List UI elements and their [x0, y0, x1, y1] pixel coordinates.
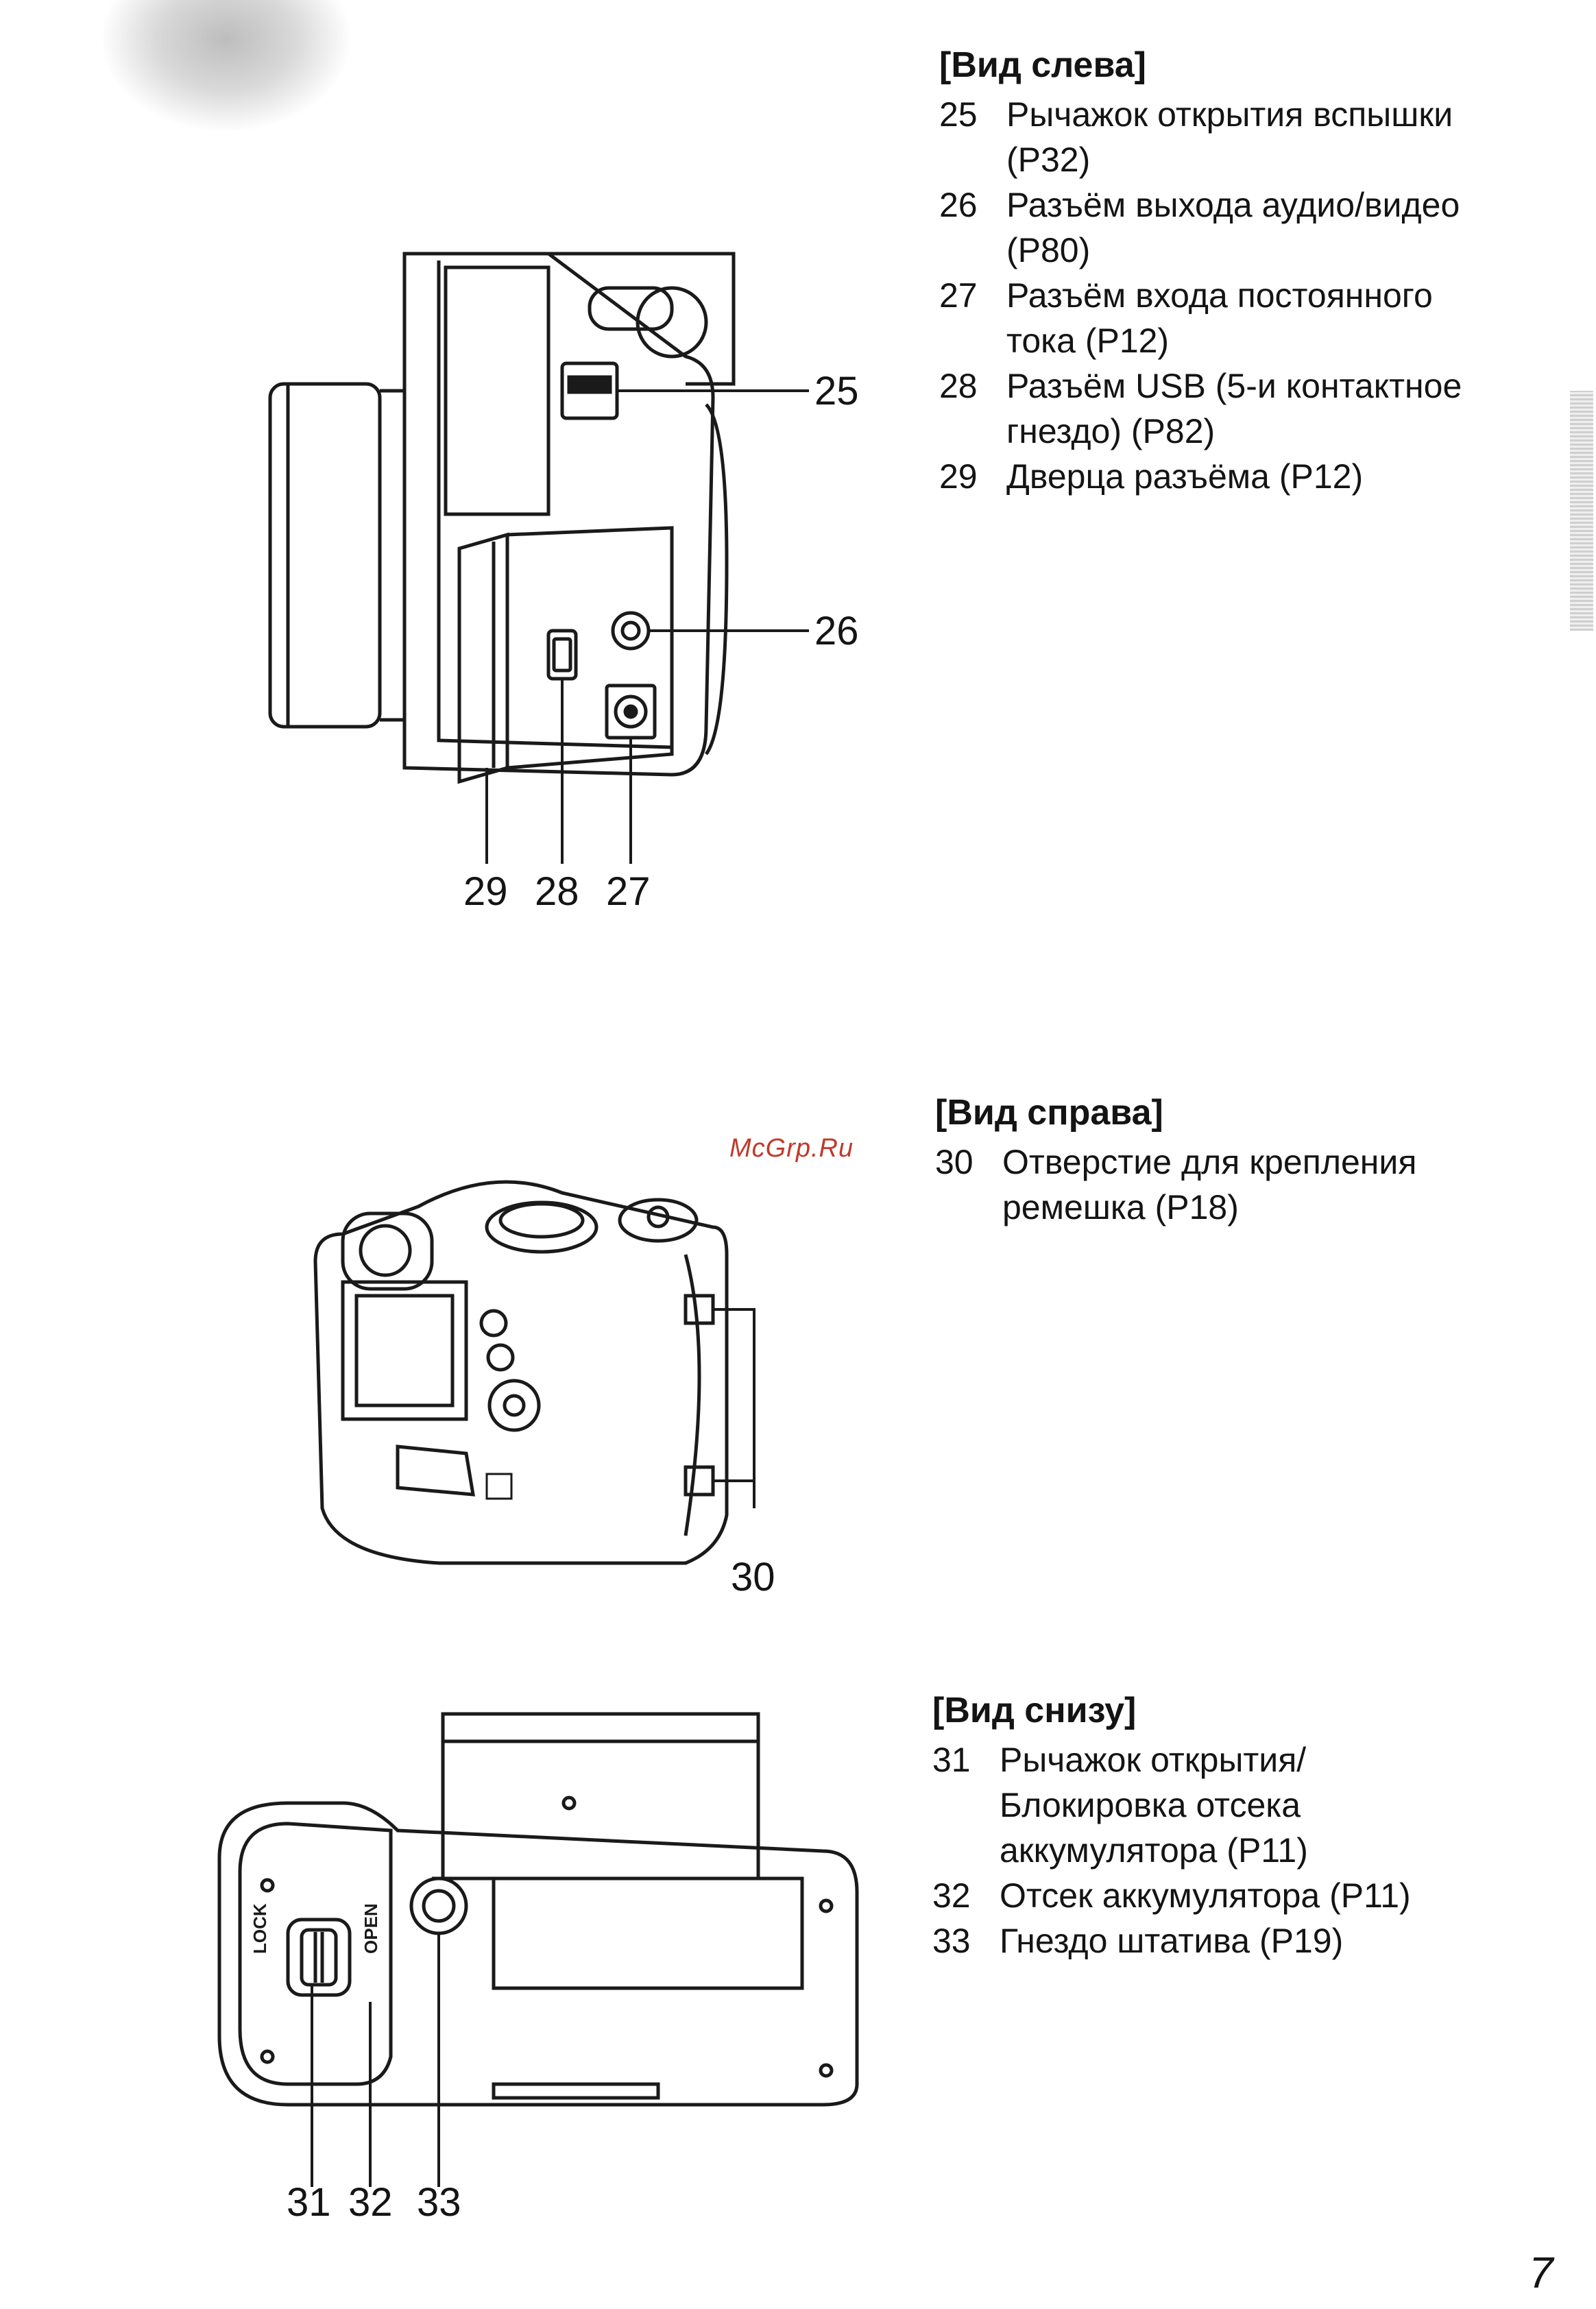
callout-29: 29: [463, 869, 508, 914]
list-item: 31 Рычажок открытия/Блокировка отсека акку…: [932, 1737, 1521, 1873]
item-text-line: (P80): [1006, 231, 1091, 269]
item-number: 28: [939, 367, 978, 405]
list-item: 27 Разъём входа постоянного тока (P12): [939, 273, 1527, 363]
item-text: Гнездо штатива (P19): [1000, 1918, 1521, 1963]
list-item: 30 Отверстие для крепления ремешка (P18): [935, 1139, 1523, 1230]
bottom-view-section: [Вид снизу] 31 Рычажок открытия/Блокировк…: [932, 1688, 1521, 1963]
item-text-line: Разъём входа постоянного: [1006, 276, 1433, 315]
item-text: Рычажок открытия/Блокировка отсека аккуму…: [1000, 1737, 1521, 1873]
item-text-line: тока (P12): [1006, 322, 1170, 360]
item-text-line: гнездо) (P82): [1006, 412, 1216, 450]
item-number: 29: [939, 457, 978, 496]
item-number: 31: [932, 1741, 971, 1779]
callout-32: 32: [348, 2180, 393, 2225]
item-text-line: Разъём выхода аудио/видео: [1006, 186, 1460, 224]
item-text-line: (P32): [1006, 141, 1091, 179]
edge-tab-marker: [1570, 391, 1593, 631]
item-number: 32: [932, 1876, 971, 1915]
list-item: 32 Отсек аккумулятора (P11): [932, 1873, 1521, 1918]
callout-31: 31: [287, 2180, 331, 2225]
item-text-line: Отсек аккумулятора (P11): [1000, 1876, 1411, 1915]
item-text-line: Гнездо штатива (P19): [1000, 1922, 1344, 1960]
list-item: 29 Дверца разъёма (P12): [939, 454, 1527, 499]
list-item: 33 Гнездо штатива (P19): [932, 1918, 1521, 1963]
item-text-line: Дверца разъёма (P12): [1006, 457, 1364, 496]
lock-label: LOCK: [250, 1903, 270, 1954]
item-text-line: Отверстие для крепления: [1002, 1143, 1417, 1181]
left-view-figure: 25 26 29 28 27: [261, 247, 878, 914]
item-text-line: Разъём USB (5-и контактное: [1006, 367, 1462, 405]
left-view-camera-drawing: 25 26 29 28 27: [268, 252, 859, 914]
item-number: 25: [939, 95, 978, 134]
page-number: 7: [1529, 2248, 1553, 2297]
right-view-figure: 30: [302, 1152, 836, 1618]
list-item: 25 Рычажок открытия вспышки (P32): [939, 92, 1527, 182]
item-text: Отверстие для крепления ремешка (P18): [1002, 1139, 1523, 1230]
bottom-view-list: 31 Рычажок открытия/Блокировка отсека акку…: [932, 1737, 1521, 1963]
item-text-line: ремешка (P18): [1002, 1188, 1239, 1226]
right-view-section: [Вид справа] 30 Отверстие для крепления ре…: [935, 1090, 1523, 1230]
callout-27: 27: [606, 869, 651, 914]
right-view-list: 30 Отверстие для крепления ремешка (P18): [935, 1139, 1523, 1230]
right-view-camera-drawing: 30: [313, 1180, 775, 1599]
right-view-title: [Вид справа]: [935, 1093, 1163, 1133]
item-text: Разъём выхода аудио/видео (P80): [1006, 182, 1527, 273]
bottom-view-camera-drawing: LOCK OPEN 31 32 33: [217, 1712, 859, 2225]
item-text: Рычажок открытия вспышки (P32): [1006, 92, 1527, 182]
item-number: 33: [932, 1922, 971, 1960]
scan-smudge: [103, 0, 350, 130]
callout-28: 28: [535, 869, 579, 914]
callout-30: 30: [731, 1555, 775, 1599]
item-number: 27: [939, 276, 978, 315]
left-view-section: [Вид слева] 25 Рычажок открытия вспышки (P…: [939, 43, 1527, 499]
item-number: 26: [939, 186, 978, 224]
list-item: 26 Разъём выхода аудио/видео (P80): [939, 182, 1527, 273]
item-text: Дверца разъёма (P12): [1006, 454, 1527, 499]
watermark: McGrp.Ru: [729, 1134, 854, 1163]
item-text: Разъём USB (5-и контактное гнездо) (P82): [1006, 363, 1527, 454]
item-number: 30: [935, 1143, 974, 1181]
open-label: OPEN: [361, 1903, 381, 1954]
item-text-line: Рычажок открытия вспышки: [1006, 95, 1453, 134]
callout-25: 25: [814, 369, 859, 413]
list-item: 28 Разъём USB (5-и контактное гнездо) (P82…: [939, 363, 1527, 454]
callout-33: 33: [417, 2180, 461, 2225]
bottom-view-title: [Вид снизу]: [932, 1691, 1137, 1730]
item-text: Отсек аккумулятора (P11): [1000, 1873, 1521, 1918]
item-text-line: Рычажок открытия/: [1000, 1741, 1307, 1779]
item-text-line: аккумулятора (P11): [1000, 1831, 1308, 1870]
item-text: Разъём входа постоянного тока (P12): [1006, 273, 1527, 363]
bottom-view-figure: LOCK OPEN 31 32 33: [206, 1712, 878, 2225]
left-view-title: [Вид слева]: [939, 45, 1146, 85]
callout-26: 26: [814, 609, 859, 653]
item-text-line: Блокировка отсека: [1000, 1786, 1301, 1824]
